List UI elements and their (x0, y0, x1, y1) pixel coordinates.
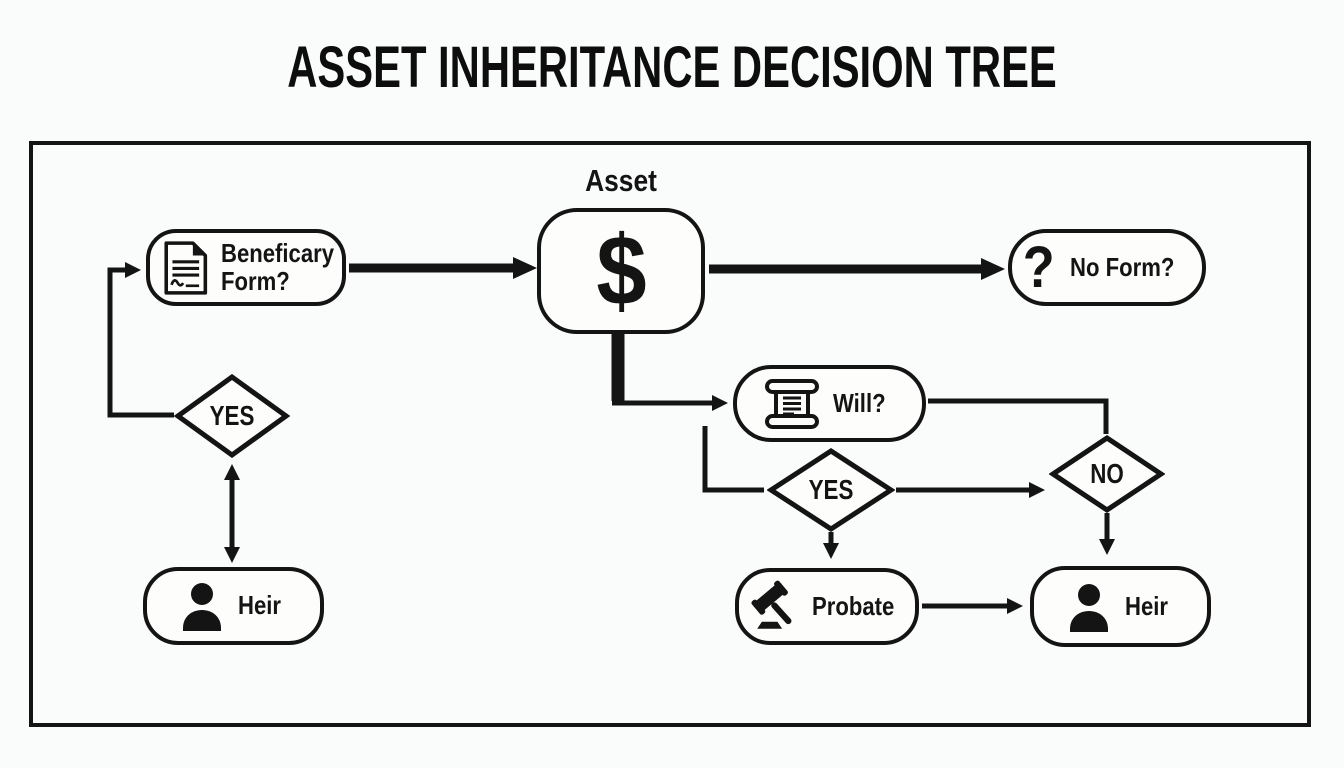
yes-diamond-middle: YES (767, 448, 895, 532)
no-form-node: ? No Form? (1008, 229, 1206, 306)
yes-left-label: YES (209, 400, 255, 431)
person-icon (179, 581, 225, 631)
beneficiary-form-node: Beneficary Form? (146, 229, 346, 306)
gavel-icon (745, 579, 799, 635)
heir-right-label: Heir (1124, 590, 1168, 621)
will-node: Will? (733, 365, 926, 442)
asset-title: Asset (585, 163, 657, 198)
question-mark-icon: ? (1023, 234, 1056, 300)
yes-diamond-left: YES (174, 374, 290, 458)
heir-right-node: Heir (1030, 566, 1211, 647)
diagram-frame (29, 141, 1311, 727)
probate-label: Probate (812, 590, 895, 621)
person-icon (1066, 582, 1112, 632)
yes-middle-label: YES (808, 474, 854, 505)
heir-left-node: Heir (143, 567, 324, 645)
probate-node: Probate (735, 568, 919, 645)
document-signature-icon (160, 240, 208, 296)
beneficiary-form-label: Beneficary Form? (220, 237, 334, 296)
heir-left-label: Heir (237, 590, 281, 621)
asset-node: $ (537, 208, 705, 334)
no-label: NO (1090, 458, 1124, 489)
no-diamond: NO (1049, 435, 1165, 513)
dollar-sign-icon: $ (595, 214, 647, 327)
will-label: Will? (833, 387, 886, 418)
page-title: ASSET INHERITANCE DECISION TREE (287, 35, 1057, 100)
no-form-label: No Form? (1069, 251, 1175, 282)
scroll-icon (764, 378, 820, 430)
